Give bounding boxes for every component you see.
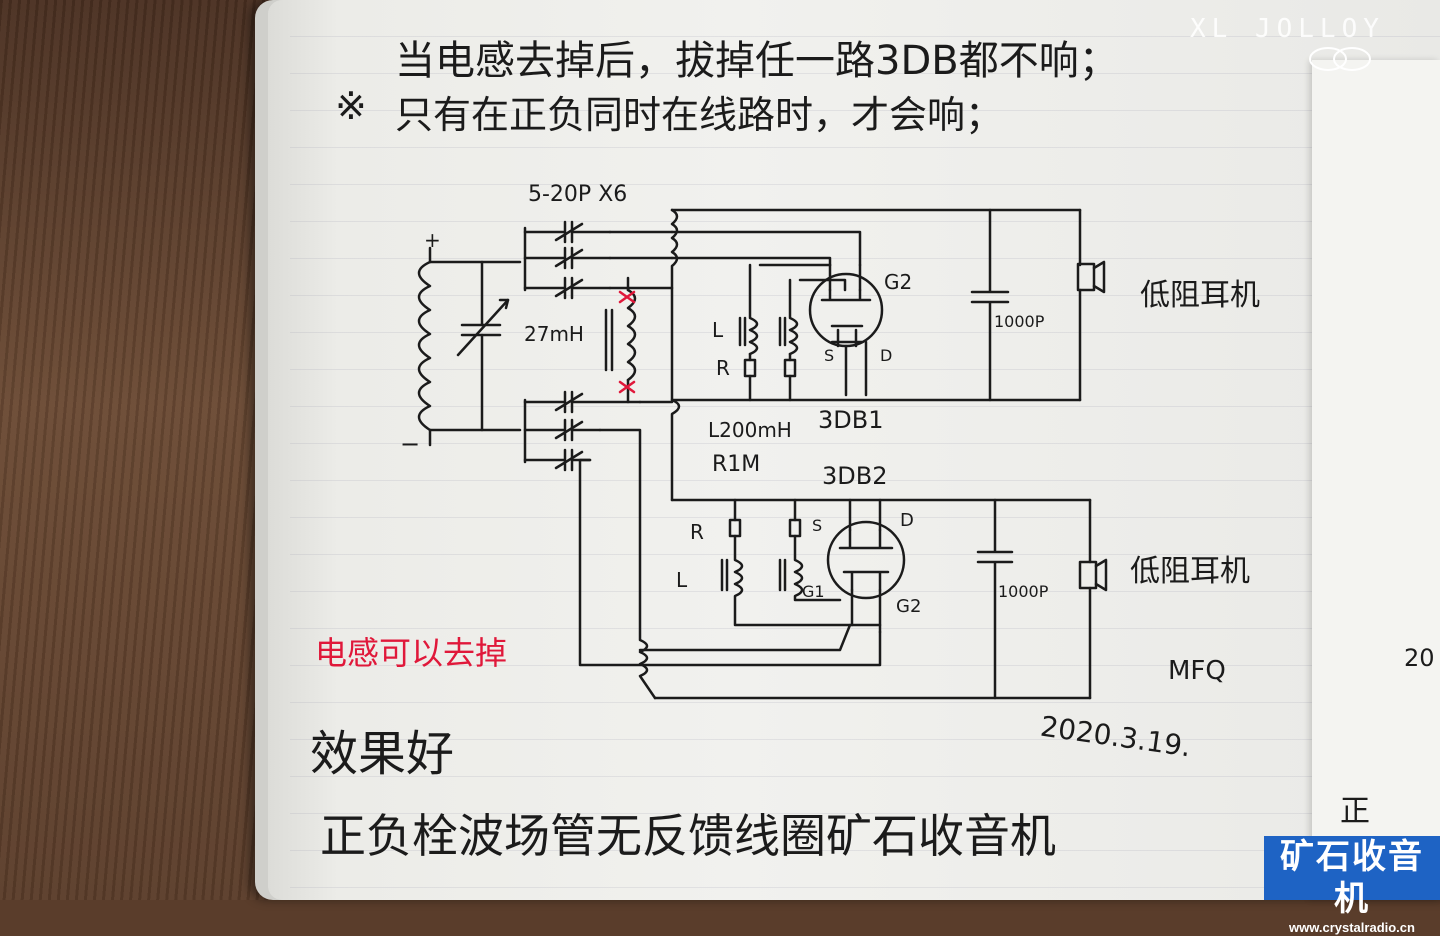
site-url: www.crystalradio.cn	[1289, 920, 1415, 935]
adjacent-notebook-page	[1312, 60, 1440, 900]
circuit-schematic	[417, 208, 1108, 700]
tube2-g1-label: G1	[802, 582, 825, 601]
tube1-s-label: S	[824, 346, 835, 365]
edge-character: 正	[1340, 794, 1370, 829]
tube1-g2-label: G2	[884, 270, 913, 294]
r1m-label: R1M	[712, 452, 761, 477]
headphone2-label: 低阻耳机	[1130, 554, 1250, 589]
top-output-capacitor-headphone	[970, 208, 1106, 402]
signature: MFQ	[1168, 656, 1226, 686]
variable-capacitor-symbol	[456, 260, 510, 432]
tube1-label: 3DB1	[818, 406, 884, 434]
cap2-label: 1000P	[998, 582, 1049, 601]
site-title: 矿石收音机	[1280, 837, 1424, 919]
header-note-line-1: 当电感去掉后，拔掉任一路3DB都不响；	[395, 38, 1119, 84]
tube2-s-label: S	[812, 516, 823, 535]
faint-ruled-lines	[290, 0, 1440, 900]
notebook-page	[268, 0, 1440, 900]
tube2-d-label: D	[900, 510, 914, 531]
effect-note: 效果好	[310, 726, 455, 782]
camera-brand-watermark: XL JOLLOY	[1190, 14, 1385, 44]
bottom-output-capacitor-headphone	[653, 498, 1108, 700]
inductor-27mh-label: 27mH	[524, 322, 584, 346]
top-trimmer-capacitor-bank	[523, 220, 674, 300]
top-l-label: L	[712, 318, 724, 342]
red-note-inductor-removable: 电感可以去掉	[315, 634, 508, 672]
tube1-d-label: D	[880, 346, 893, 365]
bottom-r-label: R	[690, 520, 704, 544]
cap1-label: 1000P	[994, 312, 1045, 331]
bottom-trimmer-capacitor-bank	[523, 390, 642, 472]
transistor-3db1-symbol	[758, 263, 884, 397]
top-r-label: R	[716, 356, 730, 380]
tube2-g2-label: G2	[896, 596, 922, 617]
lower-return-wires	[578, 428, 882, 700]
bottom-inductor-resistor-pair	[720, 498, 882, 627]
antenna-coil-symbol	[417, 246, 522, 447]
minus-terminal-label: −	[400, 430, 421, 458]
edge-number: 20	[1404, 644, 1435, 672]
circuit-title-note: 正负栓波场管无反馈线圈矿石收音机	[320, 809, 1056, 863]
red-x-marks	[618, 290, 636, 394]
tube2-label: 3DB2	[822, 462, 888, 490]
center-inductor-symbol	[604, 276, 637, 404]
header-mark-symbol: ※	[335, 84, 367, 128]
header-note-line-2: 只有在正负同时在线路时，才会响；	[395, 93, 1004, 137]
l200mh-label: L200mH	[708, 418, 792, 442]
headphone1-label: 低阻耳机	[1140, 278, 1260, 313]
camera-brand-logo-icon	[1309, 47, 1371, 71]
capacitor-bank-label: 5-20P X6	[528, 182, 628, 207]
plus-terminal-label: +	[424, 228, 441, 252]
crystalradio-site-badge: 矿石收音机 www.crystalradio.cn	[1264, 836, 1440, 935]
bottom-l-label: L	[676, 568, 688, 592]
